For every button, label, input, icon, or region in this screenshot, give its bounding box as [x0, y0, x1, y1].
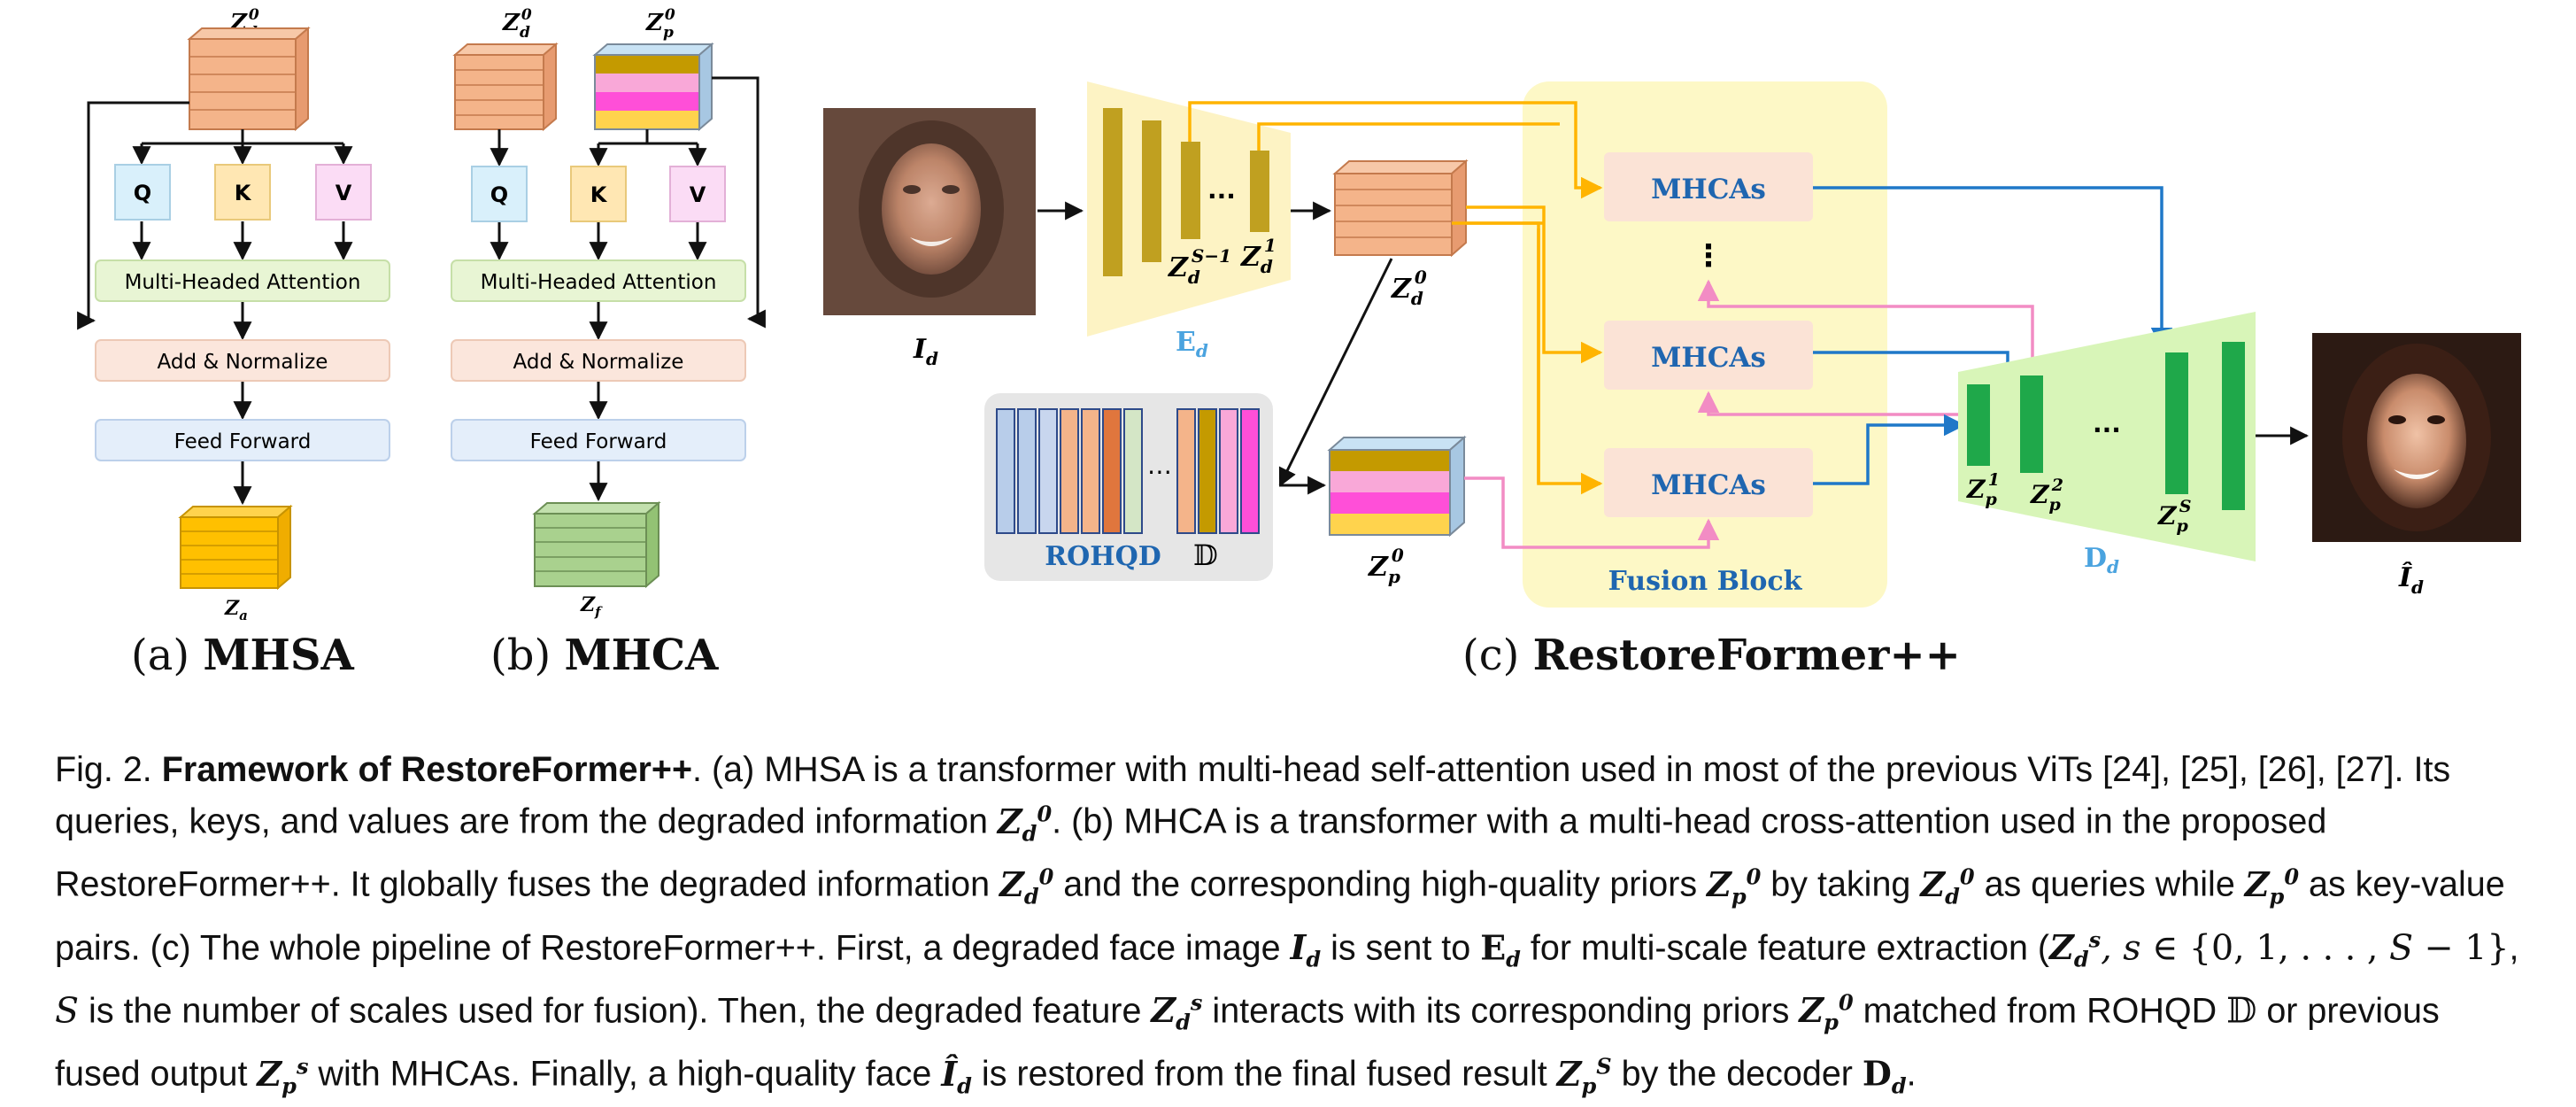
encoder-bar [1250, 151, 1269, 232]
encoder-bar [1181, 142, 1200, 239]
zp0-label-c: Zp0 [1368, 545, 1404, 587]
zd0-label-c: Zd0 [1391, 267, 1427, 309]
zp2-label: Zp2 [2030, 476, 2063, 515]
mhca-box-top [1604, 152, 1813, 221]
codebook-dots: ⋯ [1147, 457, 1172, 486]
feed-forward-label: Feed Forward [174, 430, 312, 453]
encoder-label: Ed [1176, 327, 1208, 361]
mhca-box-mid [1604, 321, 1813, 390]
decoder-bar [1967, 384, 1990, 466]
value-box-b [669, 166, 726, 222]
key-label-b: K [590, 182, 608, 207]
feed-forward-label-b: Feed Forward [530, 430, 667, 453]
za-cube [178, 504, 293, 591]
encoder-bar [1142, 120, 1161, 262]
decoder-dots: ... [2093, 409, 2121, 438]
key-label: K [235, 181, 252, 205]
panel-a-mhsa: Zd0 Q K V [77, 6, 390, 623]
subcaption-a: (a) MHSA [131, 631, 354, 680]
attention-box-b [451, 259, 746, 302]
caption-paragraph: Fig. 2. Framework of RestoreFormer++. (a… [55, 750, 2519, 1099]
panel-b-mhca: Zd0 Zp0 [451, 6, 766, 620]
zps-label: ZpS [2157, 497, 2191, 536]
subcaption-b: (b) MHCA [490, 631, 719, 680]
zp0-label-b: Zp0 [645, 6, 675, 42]
id-hat-label: Îd [2398, 561, 2424, 598]
input-degraded-face [823, 108, 1036, 315]
query-box [114, 164, 171, 221]
decoder-label: Dd [2084, 543, 2119, 577]
panel-c-restoreformer: Fusion Block Id ... ZdS−1 Zd1 Ed [823, 81, 2521, 608]
query-box-b [471, 166, 528, 222]
framework-figure: Zd0 Q K V [77, 6, 2521, 623]
attention-label: Multi-Headed Attention [125, 271, 361, 294]
feed-forward-box-b [451, 419, 746, 461]
add-norm-box-b [451, 339, 746, 382]
zd0-cube-c [1332, 159, 1469, 258]
decoder-bar [2165, 352, 2188, 494]
id-label: Id [913, 334, 938, 369]
mhca-label-mid: MHCAs [1651, 342, 1766, 374]
encoder-bar [1103, 108, 1122, 276]
decoder-bar [2222, 342, 2245, 510]
zf-cube [532, 500, 661, 589]
zd0-label-b: Zd0 [502, 6, 532, 42]
value-label: V [335, 181, 352, 205]
fusion-block-label: Fusion Block [1608, 566, 1803, 597]
subcaption-c: (c) RestoreFormer++ [1462, 631, 1961, 680]
output-restored-face [2312, 333, 2521, 542]
add-norm-label: Add & Normalize [158, 351, 328, 374]
query-label: Q [134, 181, 151, 205]
zf-label: Zf [580, 593, 603, 620]
za-label: Za [224, 597, 248, 623]
encoder-dots: ... [1207, 175, 1236, 205]
value-box [315, 164, 372, 221]
key-box-b [570, 166, 627, 222]
zd-s-1-label: ZdS−1 [1168, 245, 1231, 288]
mhca-label-bot: MHCAs [1651, 469, 1766, 501]
feed-forward-box [95, 419, 390, 461]
add-norm-label-b: Add & Normalize [513, 351, 684, 374]
zp0-cube-c [1327, 435, 1467, 538]
mhca-box-bot [1604, 448, 1813, 517]
codebook-entries [996, 408, 1260, 534]
zp1-label: Zp1 [1966, 470, 2000, 509]
attention-box [95, 259, 390, 302]
mhca-vdots: ⋮ [1693, 238, 1724, 274]
zd-1-label: Zd1 [1240, 235, 1276, 277]
rohqd-label: ROHQD [1045, 541, 1161, 572]
zd0-cube [187, 26, 311, 132]
zd0-cube-b [452, 42, 559, 132]
figure-caption: Fig. 2. Framework of RestoreFormer++. (a… [55, 748, 2534, 1107]
attention-label-b: Multi-Headed Attention [481, 271, 717, 294]
rohqd-symbol: 𝔻 [1193, 538, 1218, 572]
query-label-b: Q [490, 182, 508, 207]
key-box [214, 164, 271, 221]
zp0-cube-b [592, 42, 714, 132]
decoder-bar [2020, 375, 2043, 473]
value-label-b: V [690, 182, 706, 207]
mhca-label-top: MHCAs [1651, 174, 1766, 205]
add-norm-box [95, 339, 390, 382]
